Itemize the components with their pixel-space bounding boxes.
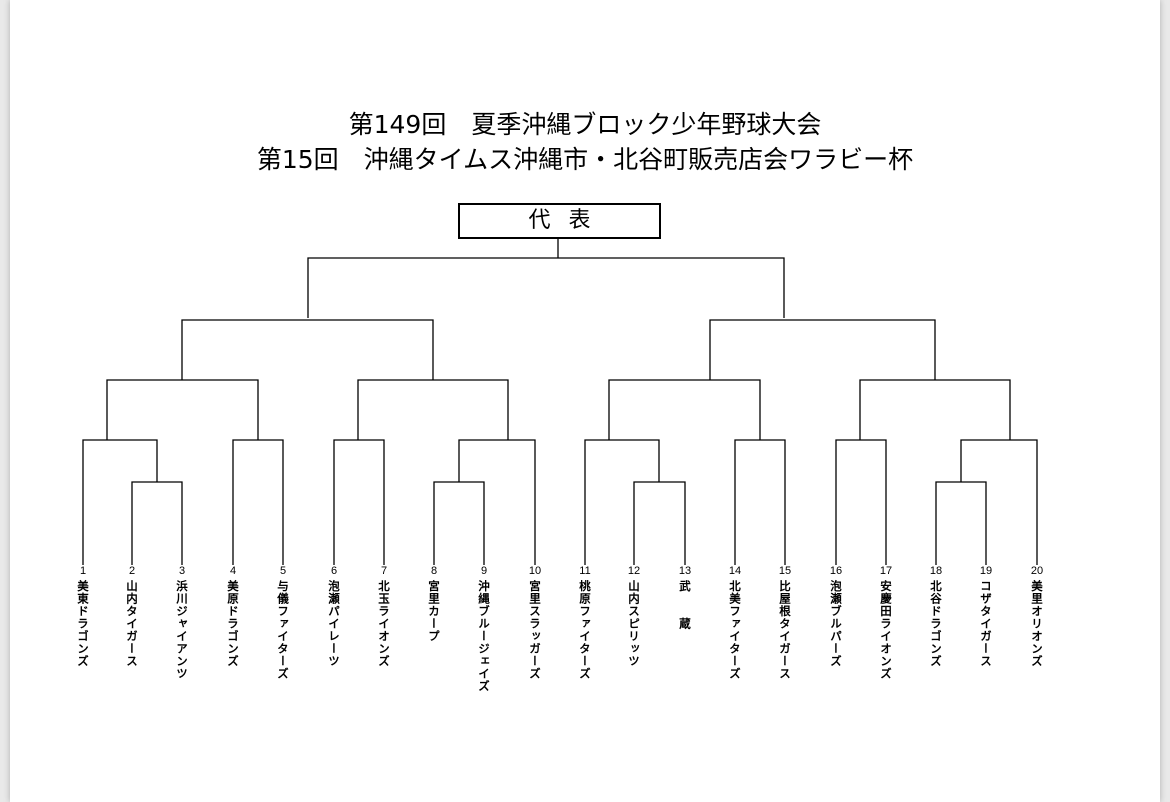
team-name-2: 山内タイガース <box>125 580 139 668</box>
quarterfinal-4 <box>859 379 1011 440</box>
representative-label: 代表 <box>528 208 609 233</box>
tournament-title: 第149回 夏季沖縄ブロック少年野球大会 <box>348 110 822 139</box>
team-name-20: 美里オリオンズ <box>1030 580 1044 668</box>
quarterfinal-1 <box>106 379 259 440</box>
team-seed-15: 15 <box>778 565 792 577</box>
team-seed-20: 20 <box>1030 565 1044 577</box>
team-seed-5: 5 <box>279 565 287 577</box>
bracket-connectors <box>82 237 1038 565</box>
team-name-13: 武 蔵 <box>678 580 692 630</box>
match-14-vs-15 <box>734 439 786 565</box>
team-seed-14: 14 <box>728 565 742 577</box>
match-2-vs-3 <box>131 481 183 565</box>
semifinal-right <box>709 319 936 380</box>
team-seed-12: 12 <box>627 565 641 577</box>
team-seed-2: 2 <box>128 565 136 577</box>
team-seed-18: 18 <box>929 565 943 577</box>
team-seed-17: 17 <box>879 565 893 577</box>
tournament-subtitle: 第15回 沖縄タイムス沖縄市・北谷町販売店会ワラビー杯 <box>256 145 914 174</box>
match-1-vs-2-3 <box>82 439 158 565</box>
team-seed-9: 9 <box>480 565 488 577</box>
team-seed-4: 4 <box>229 565 237 577</box>
final-match <box>307 257 785 318</box>
team-name-10: 宮里スラッガーズ <box>528 580 542 680</box>
team-name-5: 与儀ファイターズ <box>276 580 290 680</box>
team-name-16: 泡瀬ブルパーズ <box>829 580 843 668</box>
team-seed-13: 13 <box>678 565 692 577</box>
team-name-17: 安慶田ライオンズ <box>879 580 893 680</box>
team-seed-19: 19 <box>979 565 993 577</box>
team-seed-7: 7 <box>380 565 388 577</box>
match-8-9-vs-10 <box>458 439 536 565</box>
team-name-14: 北美ファイターズ <box>728 580 742 680</box>
team-name-1: 美東ドラゴンズ <box>76 580 90 668</box>
team-seed-16: 16 <box>829 565 843 577</box>
team-seed-1: 1 <box>79 565 87 577</box>
team-name-8: 宮里カープ <box>427 580 441 643</box>
team-seed-3: 3 <box>178 565 186 577</box>
representative-box: 代表 <box>458 203 661 239</box>
bracket-sheet <box>10 0 1160 802</box>
quarterfinal-3 <box>608 379 761 440</box>
team-seed-11: 11 <box>579 565 591 577</box>
team-name-3: 浜川ジャイアンツ <box>175 580 189 680</box>
team-name-12: 山内スピリッツ <box>627 580 641 668</box>
match-6-vs-7 <box>333 439 385 565</box>
team-seed-10: 10 <box>528 565 542 577</box>
match-8-vs-9 <box>433 481 485 565</box>
team-name-4: 美原ドラゴンズ <box>226 580 240 668</box>
match-4-vs-5 <box>232 439 284 565</box>
team-name-18: 北谷ドラゴンズ <box>929 580 943 668</box>
match-18-19-vs-20 <box>960 439 1038 565</box>
match-11-vs-12-13 <box>584 439 660 565</box>
team-seed-8: 8 <box>430 565 438 577</box>
team-seed-6: 6 <box>330 565 338 577</box>
team-name-19: コザタイガース <box>979 580 993 668</box>
team-name-11: 桃原ファイターズ <box>578 580 592 680</box>
team-name-15: 比屋根タイガース <box>778 580 792 680</box>
team-name-9: 沖縄ブルージェイズ <box>477 580 491 693</box>
quarterfinal-2 <box>357 379 509 440</box>
match-18-vs-19 <box>935 481 987 565</box>
match-12-vs-13 <box>633 481 686 565</box>
team-name-7: 北玉ライオンズ <box>377 580 391 668</box>
match-16-vs-17 <box>835 439 887 565</box>
team-name-6: 泡瀬パイレーツ <box>327 580 341 668</box>
semifinal-left <box>181 319 434 380</box>
